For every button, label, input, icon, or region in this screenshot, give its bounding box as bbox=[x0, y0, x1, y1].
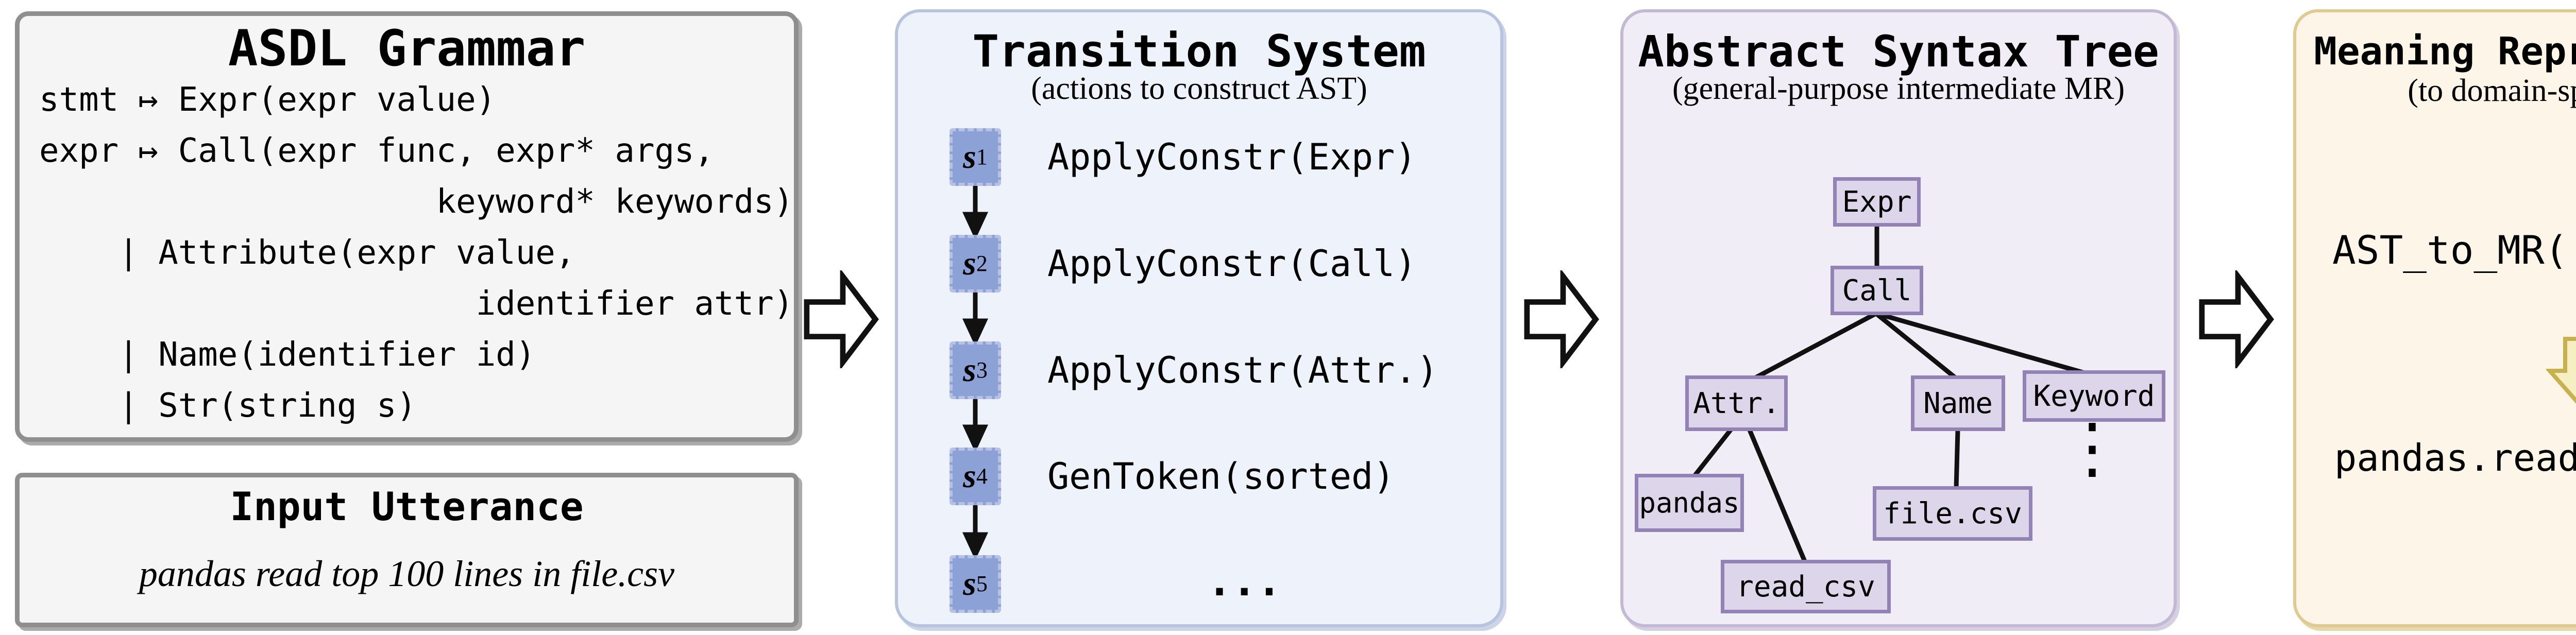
ast-subtitle: (general-purpose intermediate MR) bbox=[1672, 71, 2125, 106]
ast-node-expr: Expr bbox=[1833, 177, 1921, 227]
state-symbol: s bbox=[963, 245, 976, 282]
block-arrow-down-icon bbox=[2546, 337, 2576, 404]
vertical-ellipsis-icon: ⋮ bbox=[2059, 408, 2126, 487]
input-utterance-panel: Input Utterance pandas read top 100 line… bbox=[15, 473, 799, 627]
ast-node-read-csv: read_csv bbox=[1721, 560, 1891, 613]
ast-node-pandas: pandas bbox=[1635, 474, 1744, 532]
state-symbol: s bbox=[963, 138, 976, 176]
state-symbol: s bbox=[963, 565, 976, 603]
target-code: pandas.read_csv( file.csv, nrows=100) bbox=[2334, 436, 2576, 479]
flow-arrow-right-icon bbox=[804, 270, 879, 368]
action-label-4: GenToken(sorted) bbox=[1047, 455, 1395, 497]
ast-node-call: Call bbox=[1831, 266, 1923, 315]
flow-arrow-right-icon bbox=[2199, 270, 2274, 368]
transition-system-panel: Transition System (actions to construct … bbox=[895, 9, 1503, 627]
transition-system-subtitle: (actions to construct AST) bbox=[1031, 71, 1367, 106]
ast-node-name: Name bbox=[1911, 375, 2005, 431]
action-label-2: ApplyConstr(Call) bbox=[1047, 243, 1417, 285]
action-label-3: ApplyConstr(Attr.) bbox=[1047, 349, 1438, 391]
meaning-representation-panel: Meaning Representation (to domain-specif… bbox=[2293, 9, 2576, 627]
input-utterance-text: pandas read top 100 lines in file.csv bbox=[139, 553, 675, 594]
ast-node-file-csv: file.csv bbox=[1873, 486, 2032, 541]
asdl-grammar-title: ASDL Grammar bbox=[228, 20, 586, 77]
ast-panel: Abstract Syntax Tree (general-purpose in… bbox=[1620, 9, 2177, 627]
action-ellipsis: ... bbox=[1207, 557, 1282, 605]
transition-system-title: Transition System bbox=[972, 26, 1426, 77]
asdl-grammar-panel: ASDL Grammar stmt ↦ Expr(expr value) exp… bbox=[15, 11, 799, 442]
ast-to-mr-call: AST_to_MR( bbox=[2332, 227, 2568, 273]
asdl-grammar-rules: stmt ↦ Expr(expr value) expr ↦ Call(expr… bbox=[39, 81, 794, 425]
ast-tree-edges bbox=[1692, 224, 2091, 564]
flow-arrow-right-icon bbox=[1524, 270, 1599, 368]
ast-node-attr: Attr. bbox=[1685, 375, 1788, 431]
state-transition-arrows bbox=[962, 186, 989, 560]
state-symbol: s bbox=[963, 457, 976, 495]
meaning-subtitle: (to domain-specific MR) bbox=[2408, 73, 2576, 108]
action-label-1: ApplyConstr(Expr) bbox=[1047, 136, 1417, 178]
ast-title: Abstract Syntax Tree bbox=[1638, 26, 2159, 77]
meaning-title: Meaning Representation bbox=[2314, 29, 2576, 74]
state-symbol: s bbox=[963, 351, 976, 389]
input-utterance-title: Input Utterance bbox=[230, 484, 584, 529]
ast-node-keyword: Keyword bbox=[2023, 370, 2165, 422]
